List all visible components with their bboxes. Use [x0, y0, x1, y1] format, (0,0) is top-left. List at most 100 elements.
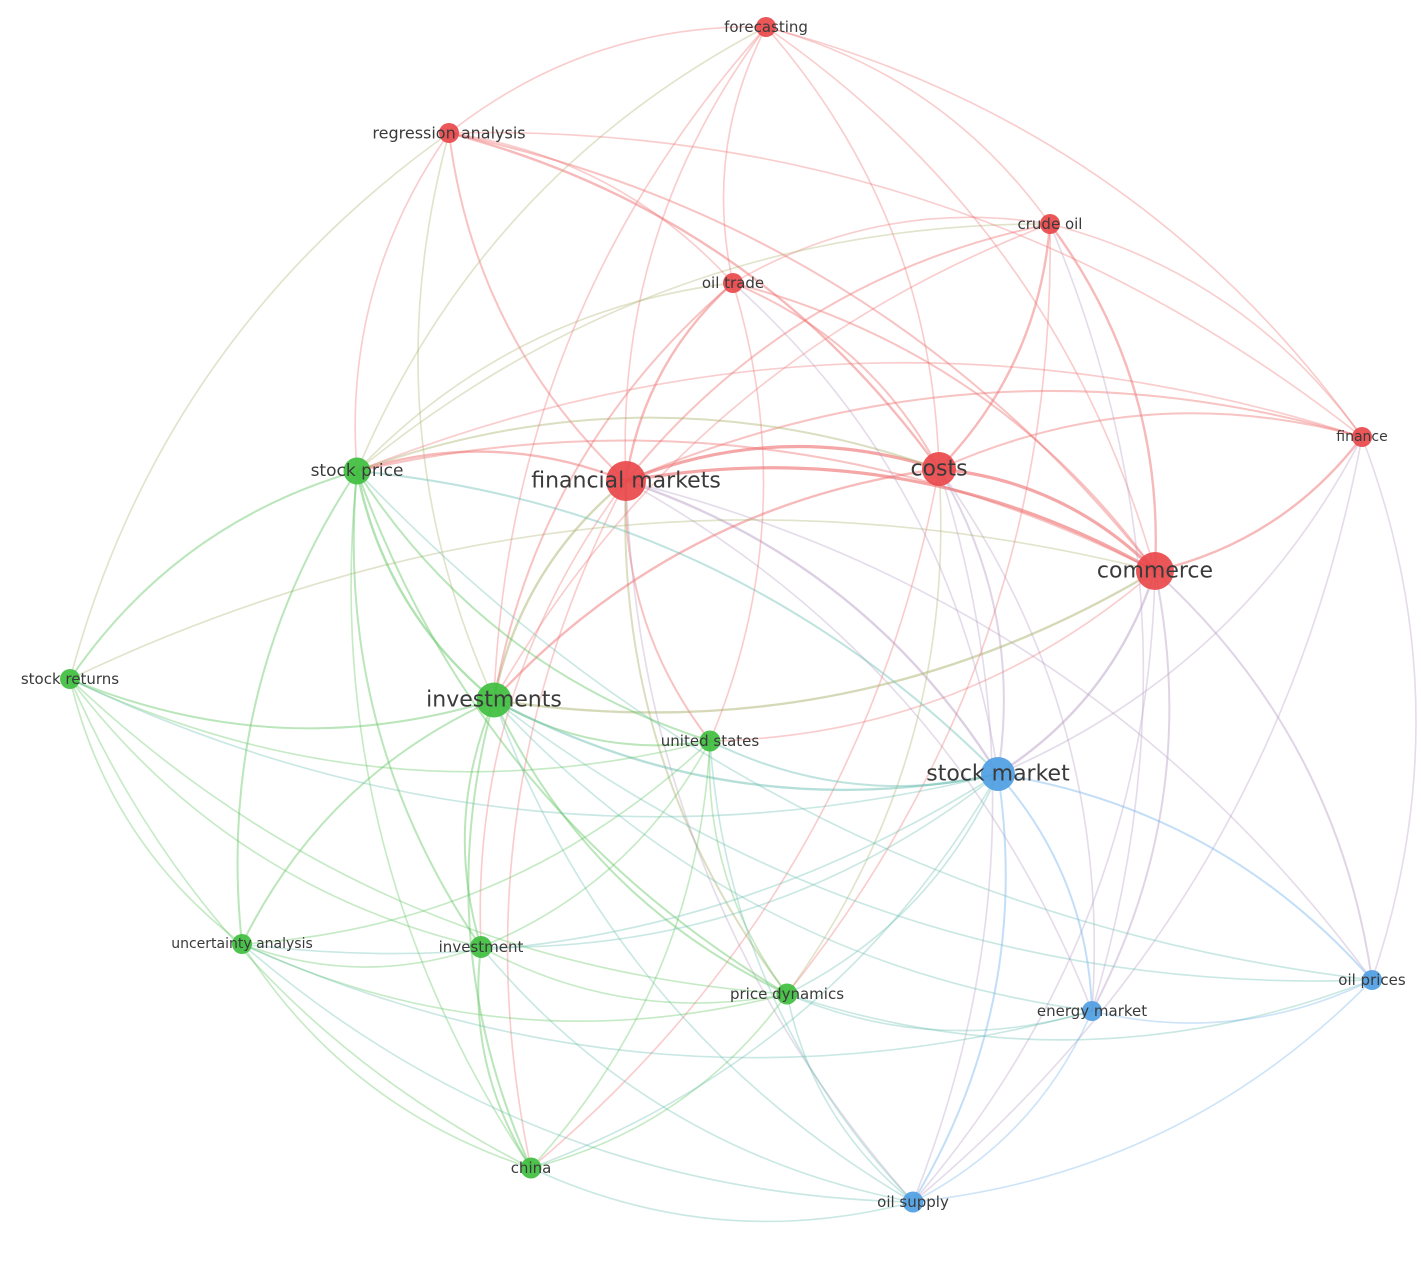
node-label-oil-trade: oil trade [702, 274, 764, 292]
edge-commerce-stock-market [997, 570, 1157, 776]
node-financial-markets[interactable] [606, 461, 646, 501]
edge-price-dynamics-stock-market [786, 773, 999, 995]
edge-costs-crude-oil [938, 223, 1052, 470]
edge-china-stock-market [530, 773, 999, 1169]
edge-crude-oil-energy-market [1049, 223, 1145, 1012]
edge-investment-oil-supply [480, 946, 914, 1203]
node-label-oil-supply: oil supply [877, 1193, 949, 1211]
node-oil-trade[interactable] [723, 273, 743, 293]
node-label-forecasting: forecasting [724, 18, 808, 36]
edge-financial-markets-china [506, 480, 627, 1169]
node-china[interactable] [520, 1157, 542, 1179]
node-label-oil-prices: oil prices [1338, 971, 1406, 989]
edge-stock-price-uncertainty-analysis [236, 470, 358, 945]
edge-commerce-crude-oil [1049, 223, 1157, 572]
node-costs[interactable] [922, 452, 956, 486]
edge-financial-markets-oil-trade [624, 282, 734, 482]
edge-costs-china [530, 468, 940, 1169]
edge-investment-china [477, 946, 532, 1169]
edge-uncertainty-analysis-price-dynamics [241, 943, 788, 1023]
node-label-stock-market: stock market [926, 762, 1070, 787]
edge-finance-oil-prices [1361, 436, 1417, 981]
edge-price-dynamics-oil-prices [786, 979, 1373, 1041]
edge-commerce-investments [493, 569, 1156, 714]
node-label-finance: finance [1336, 429, 1387, 445]
edge-investment-stock-market [480, 773, 999, 949]
node-label-stock-price: stock price [311, 461, 404, 481]
node-label-costs: costs [910, 457, 967, 482]
edge-financial-markets-oil-prices [625, 480, 1373, 981]
edge-price-dynamics-oil-supply [786, 993, 914, 1203]
edge-price-dynamics-energy-market [786, 993, 1093, 1032]
edge-finance-stock-price [356, 361, 1363, 472]
node-label-commerce: commerce [1097, 559, 1213, 584]
node-united-states[interactable] [699, 730, 721, 752]
edge-forecasting-regression-analysis [448, 26, 767, 134]
node-label-energy-market: energy market [1037, 1002, 1147, 1020]
edge-oil-trade-forecasting [722, 26, 767, 284]
edge-uncertainty-analysis-investment [241, 943, 482, 968]
edge-commerce-regression-analysis [448, 132, 1156, 572]
edge-crude-oil-forecasting [765, 26, 1051, 225]
node-oil-supply[interactable] [902, 1191, 924, 1213]
edge-commerce-united-states [709, 570, 1156, 742]
edge-commerce-oil-supply [912, 570, 1156, 1203]
node-layer [60, 17, 1382, 1213]
node-stock-market[interactable] [981, 757, 1015, 791]
edge-commerce-energy-market [1091, 570, 1171, 1012]
edge-stock-returns-stock-market [69, 678, 999, 818]
edge-stock-price-investments [355, 470, 495, 701]
edge-united-states-price-dynamics [708, 740, 788, 995]
node-label-financial-markets: financial markets [531, 469, 721, 494]
edge-china-oil-supply [530, 1167, 914, 1223]
node-label-price-dynamics: price dynamics [730, 985, 844, 1003]
node-label-crude-oil: crude oil [1018, 215, 1083, 233]
edge-oil-trade-investments [493, 282, 734, 701]
edge-united-states-investment [480, 740, 711, 948]
edge-financial-markets-stock-market [625, 479, 1000, 775]
node-investment[interactable] [470, 936, 492, 958]
node-stock-price[interactable] [343, 457, 371, 485]
edge-stock-returns-uncertainty-analysis [69, 678, 243, 945]
node-forecasting[interactable] [756, 17, 776, 37]
node-regression-analysis[interactable] [439, 123, 459, 143]
node-crude-oil[interactable] [1040, 214, 1060, 234]
edge-investments-united-states [493, 699, 711, 747]
edge-financial-markets-forecasting [624, 26, 767, 482]
edge-financial-markets-stock-price [356, 450, 627, 483]
edge-financial-markets-investment [479, 480, 627, 948]
edge-uncertainty-analysis-energy-market [241, 943, 1093, 1059]
edge-financial-markets-price-dynamics [624, 480, 788, 995]
edge-financial-markets-oil-supply [625, 480, 914, 1203]
edge-commerce-oil-trade [732, 282, 1156, 572]
edge-financial-markets-finance [625, 389, 1363, 482]
node-price-dynamics[interactable] [776, 983, 798, 1005]
edge-energy-market-oil-supply [912, 1010, 1093, 1203]
edge-investments-china [467, 699, 532, 1169]
edge-costs-finance [938, 412, 1363, 470]
edge-oil-trade-united-states [709, 282, 765, 742]
node-oil-prices[interactable] [1362, 970, 1382, 990]
node-finance[interactable] [1352, 427, 1372, 447]
edge-costs-price-dynamics [786, 468, 942, 995]
edge-crude-oil-finance [1049, 223, 1363, 438]
node-uncertainty-analysis[interactable] [232, 934, 252, 954]
edge-investments-price-dynamics [493, 699, 788, 995]
edge-costs-stock-market [938, 468, 1005, 775]
edge-commerce-finance [1154, 436, 1363, 573]
edge-crude-oil-stock-price [356, 223, 1051, 472]
edge-stock-price-oil-prices [356, 470, 1373, 981]
node-stock-returns[interactable] [60, 669, 80, 689]
edge-commerce-forecasting [765, 26, 1156, 572]
node-energy-market[interactable] [1082, 1001, 1102, 1021]
edge-stock-price-china [350, 470, 532, 1169]
edge-stock-price-stock-returns [69, 470, 358, 680]
edge-stock-price-price-dynamics [356, 470, 788, 995]
node-label-china: china [511, 1159, 552, 1177]
edge-crude-oil-investments [493, 223, 1051, 701]
edge-stock-returns-united-states [69, 678, 711, 773]
node-investments[interactable] [476, 682, 512, 718]
node-commerce[interactable] [1136, 552, 1174, 590]
edge-financial-markets-investments [492, 480, 627, 701]
